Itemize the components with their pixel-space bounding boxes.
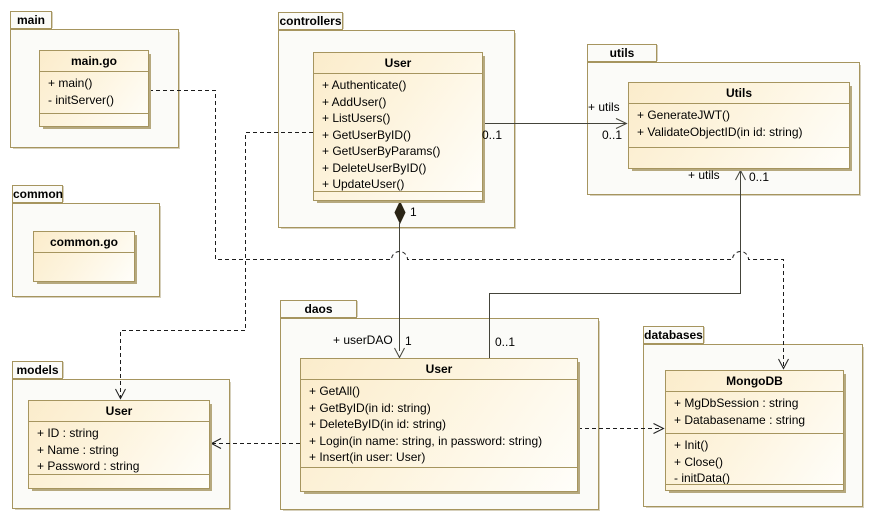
class-member: + Password : string: [37, 459, 140, 473]
dependency-controllersuser-modelsuser: [115, 132, 313, 400]
role-label: + utils: [588, 100, 620, 114]
class-title: User: [384, 56, 412, 70]
class-controllers-user: User + Authenticate() + AddUser() + ListUs…: [313, 52, 483, 201]
class-member: + Databasename : string: [674, 412, 806, 427]
class-member: + Insert(in user: User): [309, 450, 426, 464]
class-member: + DeleteByID(in id: string): [309, 417, 447, 431]
package-tab-daos: daos: [280, 300, 357, 318]
dependency-daosuser-mongodb: [578, 423, 665, 434]
multiplicity-label: 1: [405, 334, 412, 348]
package-tab-databases: databases: [643, 326, 704, 344]
class-models-user: User + ID : string + Name : string + Passw…: [28, 400, 210, 489]
empty-compartment: [666, 484, 843, 490]
multiplicity-label: 0..1: [482, 128, 503, 142]
package-tab-models: models: [12, 361, 63, 379]
operations-compartment: + GenerateJWT() + ValidateObjectID(in id:…: [629, 103, 849, 147]
attributes-compartment: + ID : string + Name : string + Password :…: [29, 421, 209, 474]
multiplicity-label: 1: [410, 205, 417, 219]
empty-compartment: [301, 467, 577, 491]
association-daosuser-utils: [489, 169, 746, 358]
multiplicity-label: 0..1: [602, 128, 623, 142]
empty-compartment: [29, 474, 209, 488]
operations-compartment: + Init() + Close() - initData(): [666, 433, 843, 484]
operations-compartment: + main() - initServer(): [40, 71, 148, 113]
class-member: + Name : string: [37, 442, 119, 457]
class-title: User: [105, 404, 133, 418]
class-member: + GetAll(): [309, 384, 361, 398]
multiplicity-label: 0..1: [749, 170, 770, 184]
empty-compartment: [40, 113, 148, 126]
class-member: - initData(): [674, 471, 731, 484]
class-member: + main(): [48, 76, 93, 90]
class-member: + Init(): [674, 438, 709, 452]
package-tab-common: common: [12, 185, 64, 203]
class-title: main.go: [70, 54, 117, 68]
multiplicity-label: 0..1: [495, 335, 516, 349]
class-member: + GetUserByParams(): [322, 144, 441, 158]
class-mongodb: MongoDB + MgDbSession : string + Database…: [665, 370, 844, 491]
class-member: + GetUserByID(): [322, 127, 412, 142]
class-member: + MgDbSession : string: [674, 396, 799, 410]
role-label: + userDAO: [333, 333, 393, 347]
class-member: + ListUsers(): [322, 111, 391, 125]
class-member: + ValidateObjectID(in id: string): [637, 124, 803, 139]
empty-compartment: [629, 147, 849, 168]
class-member: - initServer(): [48, 92, 115, 107]
package-tab-main: main: [10, 11, 52, 29]
dependency-maingo-mongodb: [149, 90, 789, 370]
dependency-daosuser-modelsuser: [210, 438, 300, 449]
class-member: + Authenticate(): [322, 78, 407, 92]
class-member: + Login(in name: string, in password: st…: [309, 433, 543, 448]
attributes-compartment: + MgDbSession : string + Databasename : s…: [666, 391, 843, 433]
package-tab-controllers: controllers: [278, 12, 343, 30]
class-member: + GetByID(in id: string): [309, 400, 431, 415]
class-member: + Close(): [674, 454, 724, 469]
class-utils: Utils + GenerateJWT() + ValidateObjectID(…: [628, 82, 850, 169]
class-member: + DeleteUserByID(): [322, 160, 427, 175]
class-member: + ID : string: [37, 426, 99, 440]
class-title: common.go: [50, 235, 118, 249]
class-common-go: common.go: [33, 231, 135, 282]
class-title: MongoDB: [726, 374, 783, 388]
operations-compartment: + GetAll() + GetByID(in id: string) + Dele…: [301, 379, 577, 467]
class-member: + AddUser(): [322, 94, 387, 109]
role-label: + utils: [688, 168, 720, 182]
operations-compartment: + Authenticate() + AddUser() + ListUsers()…: [314, 73, 482, 191]
empty-compartment: [314, 191, 482, 200]
empty-compartment: [34, 252, 134, 281]
class-member: + UpdateUser(): [322, 177, 405, 191]
class-title: User: [425, 362, 453, 376]
class-main-go: main.go + main() - initServer(): [39, 50, 149, 127]
package-tab-utils: utils: [587, 44, 657, 62]
class-member: + GenerateJWT(): [637, 108, 731, 122]
composition-controllersuser-daosuser: [394, 200, 406, 359]
class-daos-user: User + GetAll()+ GetByID(in id: string)+…: [300, 358, 578, 492]
class-title: Utils: [725, 86, 752, 100]
association-controllersuser-utils: [483, 118, 628, 129]
